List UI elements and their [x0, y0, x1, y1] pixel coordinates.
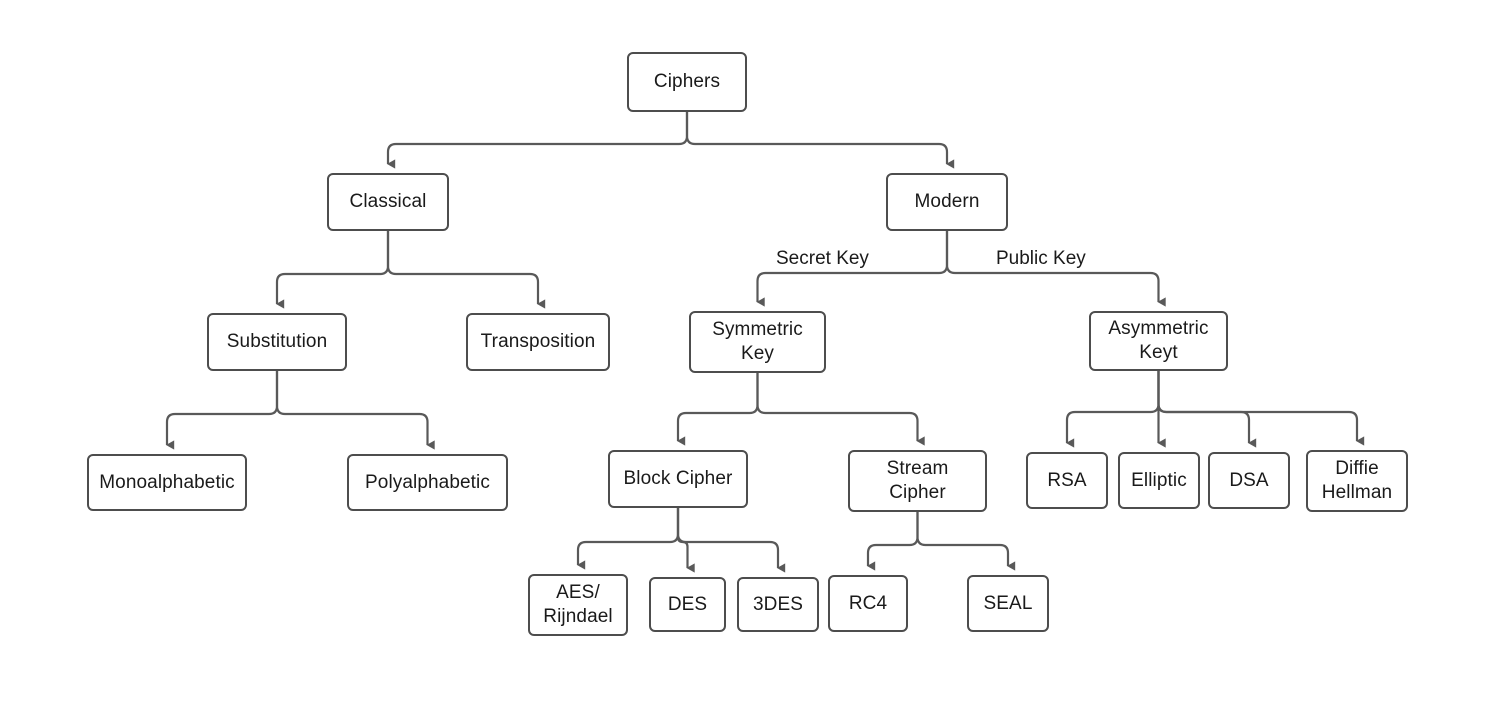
node-classical[interactable]: Classical: [327, 173, 449, 231]
node-elliptic[interactable]: Elliptic: [1118, 452, 1200, 509]
node-transposition[interactable]: Transposition: [466, 313, 610, 371]
edge-substitution-to-polyalphabetic: [275, 371, 435, 450]
edge-modern-to-asymmetric-key: [945, 231, 1166, 307]
edge-classical-to-substitution: [275, 231, 390, 309]
node-aes-rijndael[interactable]: AES/ Rijndael: [528, 574, 628, 636]
node-3des[interactable]: 3DES: [737, 577, 819, 632]
node-seal[interactable]: SEAL: [967, 575, 1049, 632]
edge-substitution-to-monoalphabetic: [165, 371, 279, 450]
node-monoalphabetic[interactable]: Monoalphabetic: [87, 454, 247, 511]
edge-block-cipher-to-3des: [676, 508, 786, 573]
node-ciphers[interactable]: Ciphers: [627, 52, 747, 112]
node-diffie-hellman[interactable]: Diffie Hellman: [1306, 450, 1408, 512]
edge-block-cipher-to-aes-rijndael: [576, 508, 680, 570]
edge-asymmetric-key-to-rsa: [1065, 371, 1160, 448]
node-substitution[interactable]: Substitution: [207, 313, 347, 371]
node-polyalphabetic[interactable]: Polyalphabetic: [347, 454, 508, 511]
edge-stream-cipher-to-seal: [916, 512, 1016, 571]
edge-label-secret-key: Secret Key: [773, 248, 872, 270]
node-symmetric-key[interactable]: Symmetric Key: [689, 311, 826, 373]
edge-classical-to-transposition: [386, 231, 546, 309]
edge-asymmetric-key-to-diffie-hellman: [1157, 371, 1365, 446]
node-des[interactable]: DES: [649, 577, 726, 632]
edge-asymmetric-key-to-dsa: [1157, 371, 1257, 448]
node-dsa[interactable]: DSA: [1208, 452, 1290, 509]
edge-label-public-key: Public Key: [993, 248, 1089, 270]
node-asymmetric-key[interactable]: Asymmetric Keyt: [1089, 311, 1228, 371]
node-rsa[interactable]: RSA: [1026, 452, 1108, 509]
node-modern[interactable]: Modern: [886, 173, 1008, 231]
edge-symmetric-key-to-block-cipher: [676, 373, 759, 446]
edge-ciphers-to-classical: [386, 112, 689, 169]
edge-ciphers-to-modern: [685, 112, 955, 169]
edge-stream-cipher-to-rc4: [866, 512, 919, 571]
node-block-cipher[interactable]: Block Cipher: [608, 450, 748, 508]
node-rc4[interactable]: RC4: [828, 575, 908, 632]
node-stream-cipher[interactable]: Stream Cipher: [848, 450, 987, 512]
edge-symmetric-key-to-stream-cipher: [756, 373, 925, 446]
